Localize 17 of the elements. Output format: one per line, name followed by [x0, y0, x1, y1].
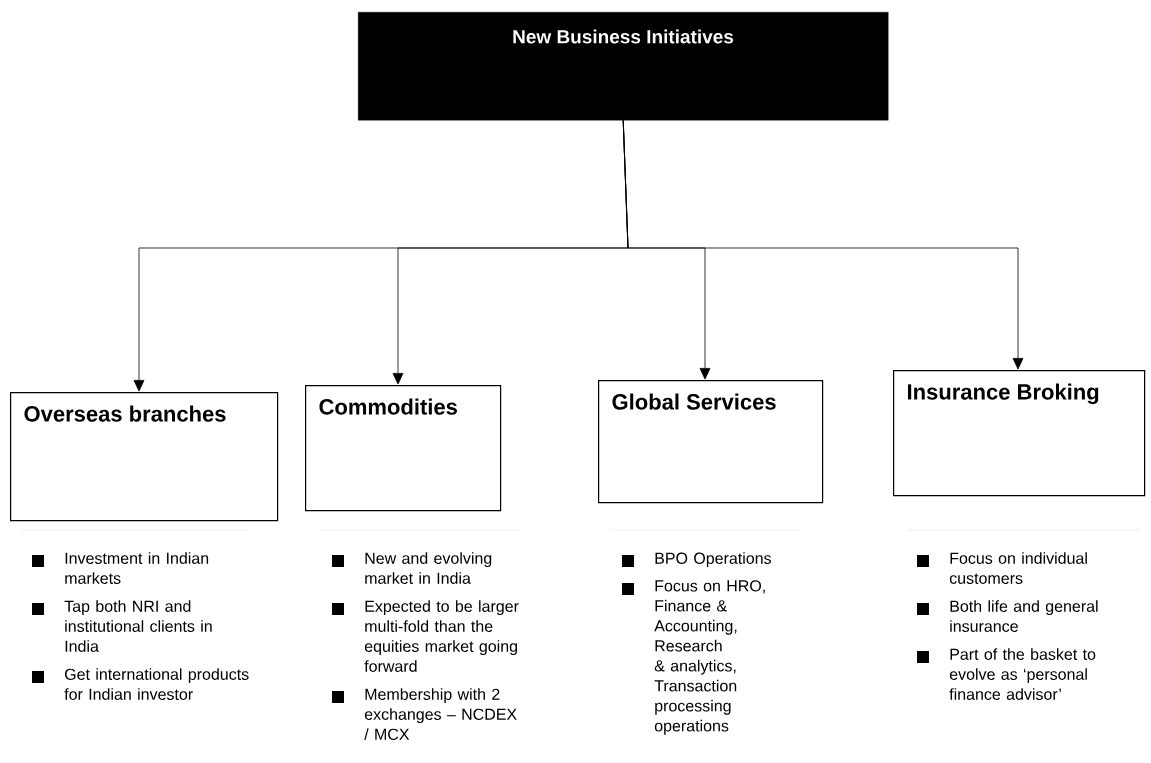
bullet-text: Expected to be larger multi-fold than the equities market going forward [364, 600, 519, 672]
bullet-text: Focus on individual customers [949, 552, 1087, 584]
category-box: Insurance Broking [893, 370, 1146, 497]
category-box: Commodities [305, 385, 502, 512]
bullet-text: New and evolving market in India [365, 552, 492, 584]
bullet-text: Focus on HRO, Finance & Accounting, Research & analytics, Transaction processing operations [654, 580, 765, 735]
bullet-text: Tap both NRI and institutional clients in India [64, 600, 212, 652]
bullet-text: Part of the basket to evolve as ‘personal finance advisor’ [949, 648, 1096, 700]
bullet-text: Both life and general insurance [950, 600, 1098, 632]
bullet-text: Investment in Indian markets [65, 552, 209, 584]
bullet-text: BPO Operations [655, 552, 771, 568]
bullet-text: Membership with 2 exchanges – NCDEX / MCX [364, 688, 517, 740]
title-box: New Business Initiatives [358, 12, 889, 121]
connector-arrow [622, 120, 1024, 370]
bullet-text: Get international products for Indian investor [64, 668, 249, 700]
category-box: Overseas branches [10, 392, 279, 522]
category-box: Global Services [598, 380, 824, 504]
